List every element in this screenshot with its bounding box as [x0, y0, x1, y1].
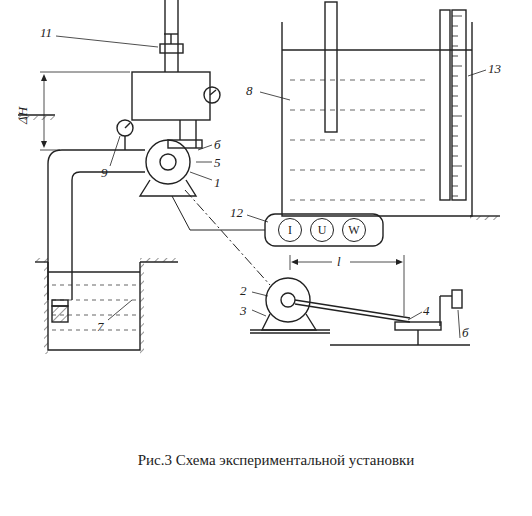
- callout-number: 12: [230, 206, 243, 219]
- callout-number: 9: [101, 166, 108, 179]
- callout-number: 4: [423, 304, 430, 317]
- callout-number: 7: [97, 320, 104, 333]
- callout-number: 8: [246, 84, 253, 97]
- callout-number: 11: [40, 26, 52, 39]
- callout-number: б: [214, 138, 221, 151]
- callout-number: б: [462, 326, 469, 339]
- callout-number: 1: [214, 176, 221, 189]
- dimension-label: l: [337, 255, 341, 268]
- figure-caption: Рис.3 Схема экспериментальной установки: [138, 452, 415, 469]
- meter-letter: I: [288, 224, 292, 236]
- meter-letter: W: [348, 224, 359, 236]
- dimension-label: ΔH: [16, 107, 29, 124]
- meter-circle: W: [342, 218, 366, 242]
- callout-number: 13: [488, 62, 501, 75]
- meter-circle: I: [278, 218, 302, 242]
- callout-number: 5: [214, 156, 221, 169]
- meter-letter: U: [318, 224, 327, 236]
- meter-circle: U: [310, 218, 334, 242]
- callout-number: 2: [240, 284, 247, 297]
- callout-number: 3: [240, 304, 247, 317]
